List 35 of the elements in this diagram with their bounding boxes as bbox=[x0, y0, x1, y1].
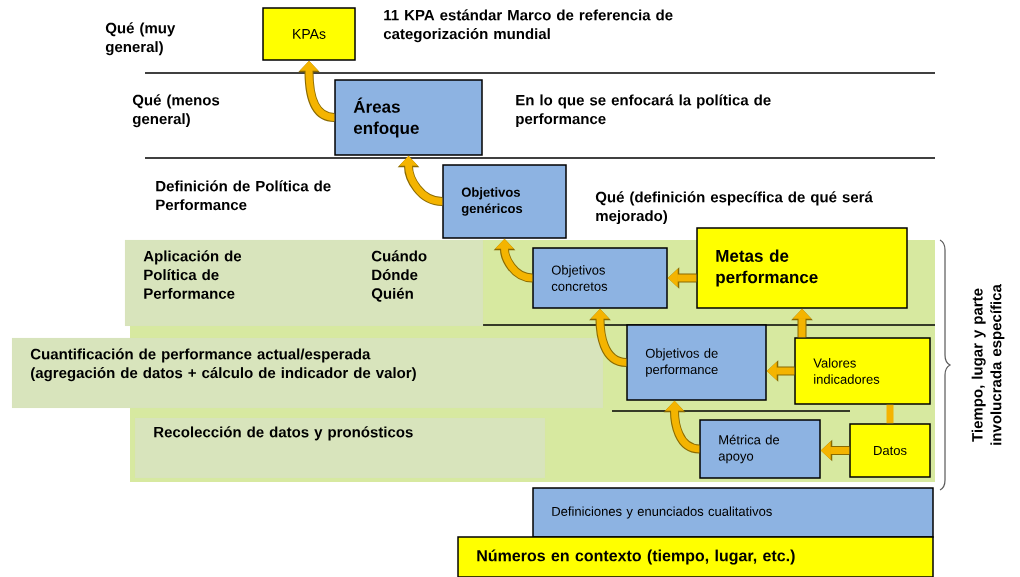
label-text: Definición de Política de Performance bbox=[156, 180, 331, 211]
process-box bbox=[532, 487, 934, 538]
label-text: En lo que se enfocará la política de performance bbox=[516, 94, 771, 128]
box-text: Valores indicadores bbox=[813, 358, 880, 384]
label-text: 11 KPA estándar Marco de referencia de categorización mundial bbox=[383, 9, 673, 43]
process-box bbox=[442, 164, 567, 239]
text-panel bbox=[134, 417, 546, 479]
label-text: Qué (definición específica de qué será mejorado) bbox=[595, 191, 873, 225]
process-box bbox=[696, 227, 908, 309]
box-text: Áreas enfoque bbox=[353, 97, 419, 138]
box-text: Cuantificación de performance actual/esperada (agregación de datos + cálculo de indicador de valor) bbox=[30, 348, 416, 382]
label-text: Qué (menos general) bbox=[132, 94, 220, 128]
box-text: Objetivos concretos bbox=[551, 265, 608, 291]
box-text: Objetivos genéricos bbox=[461, 187, 523, 216]
process-box bbox=[334, 79, 483, 156]
text-panel bbox=[124, 239, 484, 327]
box-text: Aplicación de Política de Performance Cuándo Dónde Quién bbox=[143, 250, 427, 302]
box-text: Objetivos de performance bbox=[645, 348, 718, 377]
text-panel bbox=[11, 337, 604, 409]
process-box bbox=[457, 536, 934, 577]
process-box bbox=[532, 247, 668, 309]
process-box bbox=[849, 423, 931, 478]
process-box bbox=[699, 419, 821, 479]
box-text: Números en contexto (tiempo, lugar, etc.) bbox=[477, 549, 795, 565]
box-text: Datos bbox=[874, 445, 907, 456]
box-text: Metas de performance bbox=[716, 249, 818, 287]
box-text: KPAs bbox=[293, 29, 326, 39]
label-text: Qué (muy general) bbox=[105, 22, 176, 56]
box-text: Métrica de apoyo bbox=[718, 434, 780, 464]
process-box bbox=[262, 7, 356, 61]
process-box bbox=[794, 337, 931, 405]
side-label: Tiempo, lugar y parte involucrada específica bbox=[971, 284, 1005, 445]
box-text: Definiciones y enunciados cualitativos bbox=[552, 506, 772, 519]
box-text: Recolección de datos y pronósticos bbox=[154, 426, 413, 441]
process-box bbox=[626, 324, 767, 401]
